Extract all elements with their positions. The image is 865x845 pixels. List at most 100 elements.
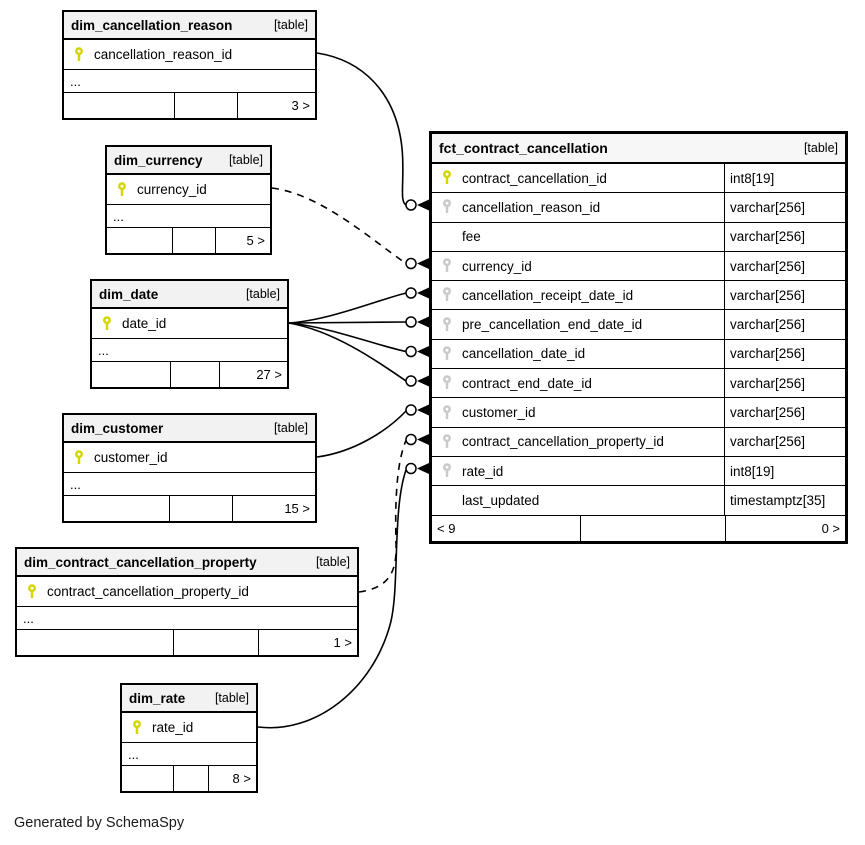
ellipsis: ... (98, 342, 109, 358)
column-type: varchar[256] (730, 199, 806, 215)
table-header: dim_rate [table] (122, 685, 256, 713)
column-name: contract_cancellation_id (462, 170, 607, 186)
primary-key-icon (64, 46, 94, 63)
column-type: varchar[256] (730, 229, 806, 245)
column-name: customer_id (462, 405, 536, 421)
relationship-contract-cancellation-property (358, 433, 429, 593)
column-row: cancellation_date_id varchar[256] (432, 339, 845, 370)
table-header: dim_date [table] (92, 281, 287, 309)
column-name: fee (462, 229, 481, 245)
table-dim-rate[interactable]: dim_rate [table] rate_id ... 8 > (120, 683, 258, 793)
related-count[interactable]: 1 > (258, 630, 357, 655)
column-type: varchar[256] (730, 317, 806, 333)
table-type-label: [table] (803, 141, 838, 155)
ellipsis: ... (70, 73, 81, 89)
related-count[interactable]: 8 > (207, 766, 256, 791)
ellipsis: ... (23, 610, 34, 626)
primary-key-icon (17, 583, 47, 600)
ellipsis-row: ... (64, 70, 315, 93)
column-name: cancellation_receipt_date_id (462, 287, 634, 303)
table-type-label: [table] (273, 421, 308, 435)
ellipsis-row: ... (17, 607, 357, 630)
children-count[interactable]: < 9 (437, 520, 456, 536)
table-header: dim_customer [table] (64, 415, 315, 443)
table-name: dim_customer (71, 420, 164, 436)
column-name: date_id (122, 316, 167, 331)
column-name: cancellation_reason_id (94, 47, 233, 62)
column-row: rate_id int8[19] (432, 456, 845, 487)
foreign-key-icon (432, 258, 462, 274)
column-row: rate_id (122, 713, 256, 743)
foreign-key-icon (432, 316, 462, 333)
column-row: contract_cancellation_property_id (17, 577, 357, 607)
table-footer: 5 > (107, 228, 270, 253)
column-type: varchar[256] (730, 346, 806, 362)
table-footer: 1 > (17, 630, 357, 655)
column-type: varchar[256] (730, 258, 806, 274)
footer-cell (173, 630, 258, 655)
table-name: dim_date (99, 286, 159, 302)
generator-credit: Generated by SchemaSpy (14, 815, 185, 831)
column-name: cancellation_date_id (462, 346, 586, 362)
relationship-date-contract-end (288, 322, 429, 387)
column-name: pre_cancellation_end_date_id (462, 317, 643, 333)
relationship-customer (316, 404, 429, 458)
column-row: contract_cancellation_id int8[19] (432, 164, 845, 194)
column-row: currency_id (107, 175, 270, 205)
table-name: dim_contract_cancellation_property (24, 554, 257, 570)
table-dim-contract-cancellation-property[interactable]: dim_contract_cancellation_property [tabl… (15, 547, 359, 657)
ellipsis: ... (70, 476, 81, 492)
column-type: varchar[256] (730, 434, 806, 450)
column-name: cancellation_reason_id (462, 199, 601, 215)
primary-key-icon (432, 170, 462, 186)
ellipsis: ... (128, 746, 139, 762)
column-name: rate_id (152, 720, 194, 735)
table-type-label: [table] (273, 18, 308, 32)
primary-key-icon (122, 719, 152, 736)
column-name: contract_cancellation_property_id (462, 434, 664, 450)
related-count[interactable]: 3 > (237, 93, 315, 118)
table-header: dim_contract_cancellation_property [tabl… (17, 549, 357, 577)
table-dim-currency[interactable]: dim_currency [table] currency_id ... 5 > (105, 145, 272, 255)
relationship-rate (257, 462, 429, 729)
related-count[interactable]: 15 > (232, 496, 315, 521)
column-name: contract_end_date_id (462, 375, 592, 391)
footer-cell (122, 766, 173, 791)
ellipsis-row: ... (107, 205, 270, 228)
table-dim-cancellation-reason[interactable]: dim_cancellation_reason [table] cancella… (62, 10, 317, 120)
table-type-label: [table] (214, 691, 249, 705)
footer-cell (169, 496, 232, 521)
table-type-label: [table] (315, 555, 350, 569)
primary-key-icon (107, 181, 137, 198)
foreign-key-icon (432, 346, 462, 362)
column-name: currency_id (462, 258, 532, 274)
ellipsis-row: ... (92, 339, 287, 362)
related-count[interactable]: 5 > (214, 228, 270, 253)
relationship-date-receipt (288, 287, 429, 324)
table-type-label: [table] (245, 287, 280, 301)
column-row: cancellation_receipt_date_id varchar[256… (432, 281, 845, 311)
footer-cell (170, 362, 219, 387)
foreign-key-icon (432, 287, 462, 303)
table-name: fct_contract_cancellation (439, 140, 608, 156)
column-row: fee varchar[256] (432, 222, 845, 252)
footer-cell (17, 630, 173, 655)
primary-key-icon (92, 315, 122, 332)
ellipsis: ... (113, 208, 124, 224)
table-footer: 27 > (92, 362, 287, 387)
table-footer: 3 > (64, 93, 315, 118)
column-row: currency_id varchar[256] (432, 251, 845, 282)
related-count[interactable]: 27 > (218, 362, 287, 387)
footer-cell (174, 93, 237, 118)
column-name: last_updated (462, 492, 540, 508)
table-dim-customer[interactable]: dim_customer [table] customer_id ... 15 … (62, 413, 317, 523)
primary-key-icon (64, 449, 94, 466)
column-row: contract_end_date_id varchar[256] (432, 369, 845, 399)
column-name: customer_id (94, 450, 168, 465)
column-row: cancellation_reason_id (64, 40, 315, 70)
table-header: dim_cancellation_reason [table] (64, 12, 315, 40)
column-name: currency_id (137, 182, 207, 197)
table-fct-contract-cancellation[interactable]: fct_contract_cancellation [table] contra… (429, 131, 848, 544)
table-dim-date[interactable]: dim_date [table] date_id ... 27 > (90, 279, 289, 389)
parents-count[interactable]: 0 > (725, 515, 845, 541)
